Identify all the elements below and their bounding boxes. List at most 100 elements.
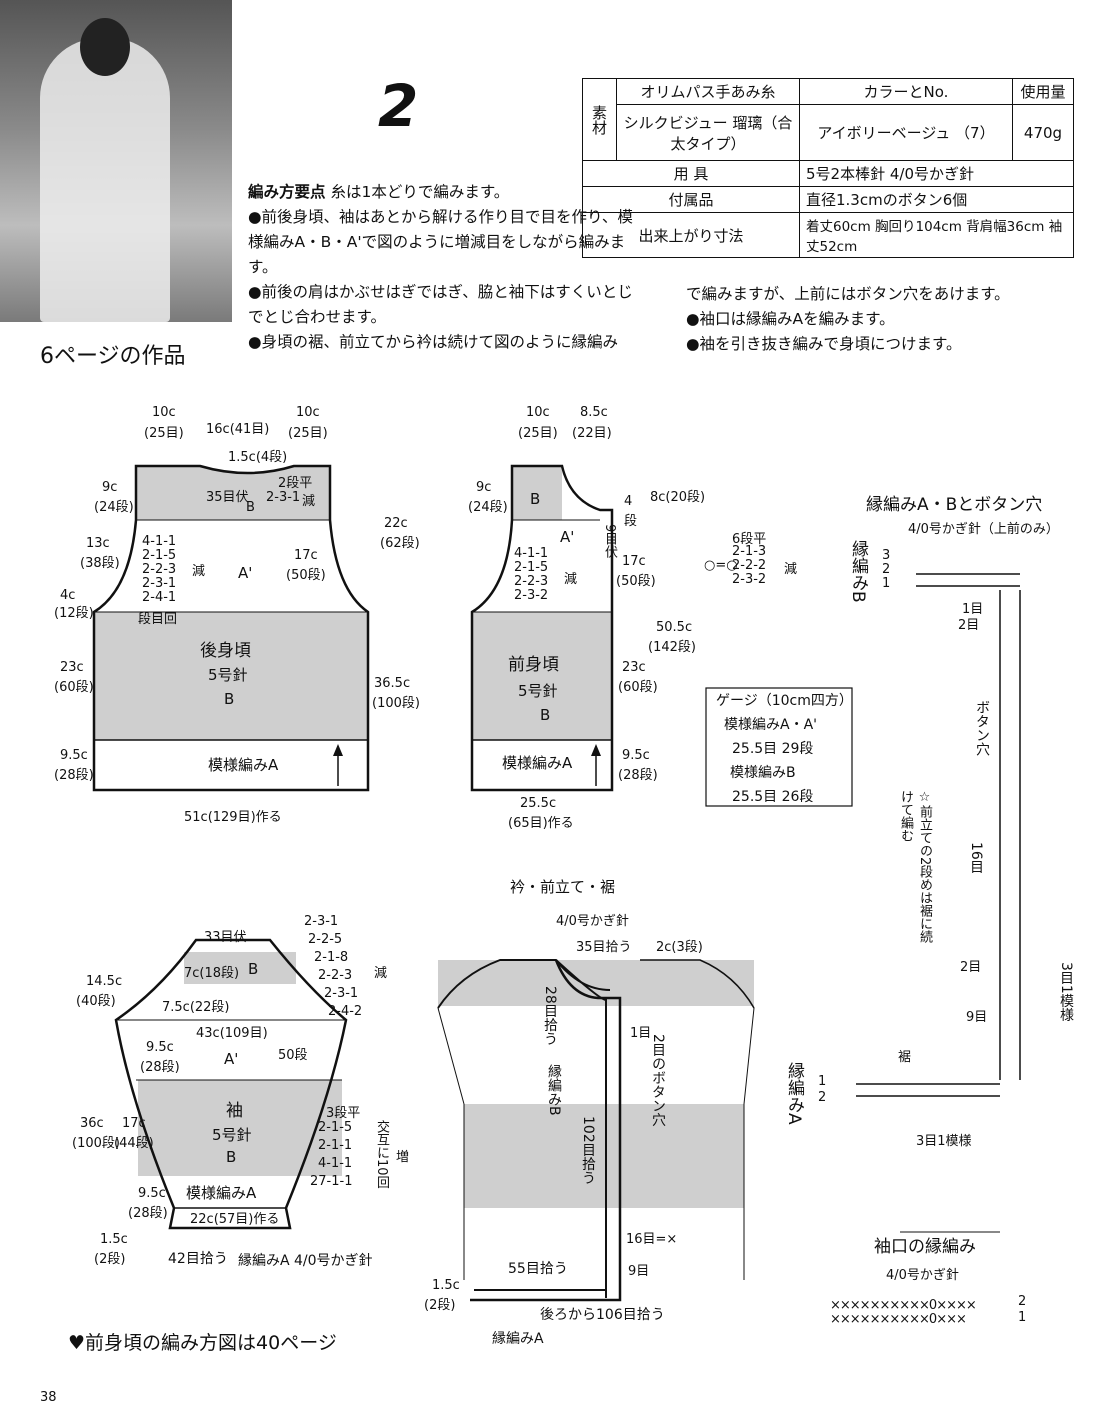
instructions-right: で編みますが、上前にはボタン穴をあけます。 ●袖口は縁編みAを編みます。 ●袖を… (686, 282, 1066, 357)
front-a-prime: A' (560, 528, 575, 546)
sleeve-left-95: 9.5c (146, 1040, 174, 1055)
back-body-diagram (92, 464, 370, 792)
material-label: 素材 (582, 78, 617, 161)
collar-row16: 16目=× (626, 1232, 678, 1247)
edging-a-repeat: 3目1模様 (916, 1134, 972, 1149)
front-neck-4: 4 (624, 494, 633, 509)
sleeve-left-95b: 9.5c (138, 1186, 166, 1201)
sleeve-a-prime: A' (224, 1050, 239, 1068)
sleeve-cap-dec-2: 2-1-8 (314, 950, 349, 965)
edging-title: 縁編みA・Bとボタン穴 (866, 495, 1043, 515)
front-right-17s: (50段) (616, 574, 656, 589)
front-pattern-a: 模様編みA (502, 754, 573, 772)
accessory-label: 付属品 (582, 186, 800, 213)
sleeve-cap-word: 減 (374, 966, 388, 981)
back-left-23: 23c (60, 660, 84, 675)
gauge-b-label: 模様編みB (730, 765, 796, 781)
edging-a-row-1: 1 (818, 1074, 827, 1089)
instruction-line: ●前後身頃、袖はあとから解ける作り目で目を作り、模様編みA・B・A'で図のように… (248, 208, 633, 276)
accessory-value: 直径1.3cmのボタン6個 (799, 186, 1074, 213)
instructions-heading: 編み方要点 (248, 183, 326, 201)
instruction-line: 糸は1本どりで編みます。 (330, 183, 510, 201)
front-shoulder-band (512, 466, 562, 520)
front-top-right-sub: (22目) (572, 426, 612, 441)
front-bottom-width: 25.5c (520, 796, 557, 811)
size-label: 出来上がり寸法 (582, 212, 800, 258)
front-right-95s: (28段) (618, 768, 658, 783)
gauge-b-value: 25.5目 26段 (732, 789, 814, 805)
back-left-4: 4c (60, 588, 76, 603)
front-neck-dec-1: 2-2-2 (732, 558, 767, 573)
back-left-4s: (12段) (54, 606, 94, 621)
collar-top-rows: 2c(3段) (656, 940, 703, 955)
front-bottom-sub: (65目)作る (508, 816, 574, 831)
sleeve-inc-3: 4-1-1 (318, 1156, 353, 1171)
edging-b-label: 縁編みB (848, 540, 868, 603)
back-top-right: 10c (296, 405, 320, 420)
edging-row-1: 1 (882, 576, 891, 591)
edging-row-2: 2 (882, 562, 891, 577)
edging-hook: 4/0号かぎ針（上前のみ） (908, 522, 1059, 537)
back-shoulder-b: B (246, 500, 255, 515)
cuff-stitches-2: ××××××××××0××× (830, 1312, 967, 1327)
front-right-23s: (60段) (618, 680, 658, 695)
cuff-hook: 4/0号かぎ針 (886, 1268, 959, 1283)
sleeve-pattern-a: 模様編みA (186, 1184, 257, 1202)
back-left-9s: (24段) (94, 500, 134, 515)
instruction-line: ●袖を引き抜き編みで身頃につけます。 (686, 335, 962, 353)
sleeve-cap-dec-0: 2-3-1 (304, 914, 339, 929)
back-left-95: 9.5c (60, 748, 88, 763)
edging-note: ☆前立ての2段めは裾に続けて編む (898, 790, 932, 944)
front-left-9s: (24段) (468, 500, 508, 515)
collar-back-pick: 後ろから106目拾う (540, 1307, 665, 1323)
collar-edge-b: 縁編みB (546, 1064, 562, 1116)
back-dec-1: 2-1-5 (142, 548, 177, 563)
sleeve-diagram (114, 938, 348, 1230)
collar-left-pick: 28目拾う (542, 986, 558, 1046)
sleeve-left-36s: (100段) (72, 1136, 120, 1151)
photo-caption: 6ページの作品 (40, 344, 186, 369)
front-right-8: 8c(20段) (650, 490, 706, 505)
edging-a-row-2: 2 (818, 1090, 827, 1105)
back-a-prime: A' (238, 564, 253, 582)
edging-hem: 裾 (898, 1050, 912, 1065)
sleeve-left-95bs: (28段) (128, 1206, 168, 1221)
back-needle: 5号針 (208, 666, 248, 684)
collar-title: 衿・前立て・裾 (510, 878, 616, 896)
back-right-365s: (100段) (372, 696, 420, 711)
edging-9: 9目 (966, 1010, 988, 1025)
front-neck-dec-0: 2-1-3 (732, 544, 767, 559)
gauge-a-value: 25.5目 29段 (732, 741, 814, 757)
back-neck-bind: 35目伏 (206, 490, 249, 505)
back-top-mid: 16c(41目) (206, 422, 270, 437)
back-right-17s: (50段) (286, 568, 326, 583)
sleeve-bottom: 22c(57目)作る (190, 1212, 280, 1227)
sleeve-rows-50: 50段 (278, 1048, 308, 1063)
front-right-505: 50.5c (656, 620, 693, 635)
sleeve-left-15: 1.5c (100, 1232, 128, 1247)
front-body-band (472, 612, 612, 740)
tools-value: 5号2本棒針 4/0号かぎ針 (799, 160, 1074, 187)
collar-buttonhole: 2目のボタン穴 (650, 1034, 666, 1127)
back-shoulder-band (136, 466, 330, 520)
front-neck-9: 9目伏 (602, 524, 617, 559)
gauge-a-label: 模様編みA・A' (724, 717, 818, 733)
back-dec-legend: 段目回 (138, 612, 178, 627)
edging-buttonhole: ボタン穴 (974, 700, 990, 756)
front-neck-dec-2: 2-3-2 (732, 572, 767, 587)
back-top-left-sub: (25目) (144, 426, 184, 441)
collar-edge-a: 縁編みA (492, 1331, 544, 1347)
back-dec-2: 2-2-3 (142, 562, 177, 577)
sleeve-left-15s: (2段) (94, 1252, 126, 1267)
collar-row1: 1目 (630, 1026, 652, 1041)
back-neck-depth: 1.5c(4段) (228, 450, 288, 465)
back-top-left: 10c (152, 405, 176, 420)
sleeve-left-95s: (28段) (140, 1060, 180, 1075)
sleeve-inc-4: 27-1-1 (310, 1174, 353, 1189)
sleeve-cap-75: 7.5c(22段) (162, 1000, 230, 1015)
edging-1me: 1目 (962, 602, 984, 617)
sleeve-cap-b: B (248, 960, 259, 978)
back-right-365: 36.5c (374, 676, 411, 691)
footer-note: ♥前身頃の編み方図は40ページ (68, 1332, 337, 1354)
